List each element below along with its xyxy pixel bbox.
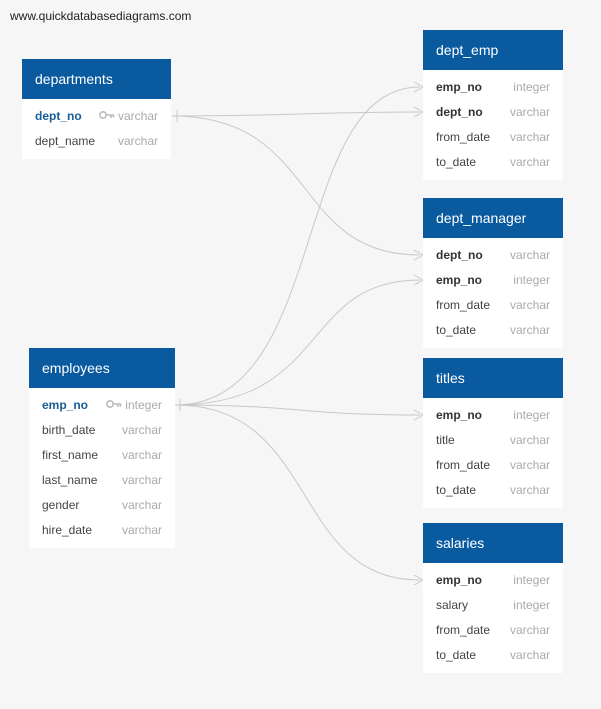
field-row[interactable]: first_name varchar xyxy=(29,443,175,468)
field-row[interactable]: dept_name varchar xyxy=(22,129,171,154)
table-title: salaries xyxy=(423,523,563,563)
field-type: integer xyxy=(513,598,550,612)
table-title: employees xyxy=(29,348,175,388)
field-name: last_name xyxy=(42,473,98,487)
link-departments-dept-manager xyxy=(171,115,421,256)
field-row[interactable]: dept_no varchar xyxy=(423,243,563,268)
field-row[interactable]: emp_no integer xyxy=(29,393,175,418)
field-type: varchar xyxy=(509,648,550,662)
link-employees-salaries xyxy=(174,404,421,581)
field-row[interactable]: title varchar xyxy=(423,428,563,453)
field-type: varchar xyxy=(509,433,550,447)
field-type: varchar xyxy=(509,298,550,312)
field-type: varchar xyxy=(121,423,162,437)
link-departments-dept-emp xyxy=(171,111,421,117)
field-row[interactable]: from_date varchar xyxy=(423,453,563,478)
field-row[interactable]: hire_date varchar xyxy=(29,518,175,543)
field-type: integer xyxy=(513,573,550,587)
table-dept-emp[interactable]: dept_emp emp_no integer dept_no varchar … xyxy=(423,30,563,180)
field-type: integer xyxy=(513,408,550,422)
field-name: first_name xyxy=(42,448,99,462)
field-row[interactable]: from_date varchar xyxy=(423,125,563,150)
field-row[interactable]: to_date varchar xyxy=(423,643,563,668)
table-titles[interactable]: titles emp_no integer title varchar from… xyxy=(423,358,563,508)
field-row[interactable]: to_date varchar xyxy=(423,150,563,175)
field-row[interactable]: emp_no integer xyxy=(423,268,563,293)
field-name: dept_no xyxy=(35,109,82,123)
field-type: varchar xyxy=(117,109,158,123)
field-row[interactable]: from_date varchar xyxy=(423,293,563,318)
field-name: gender xyxy=(42,498,80,512)
field-name: from_date xyxy=(436,623,491,637)
table-title: dept_emp xyxy=(423,30,563,70)
field-row[interactable]: to_date varchar xyxy=(423,318,563,343)
table-title: dept_manager xyxy=(423,198,563,238)
field-name: birth_date xyxy=(42,423,96,437)
field-type: varchar xyxy=(509,323,550,337)
table-dept-manager[interactable]: dept_manager dept_no varchar emp_no inte… xyxy=(423,198,563,348)
table-salaries[interactable]: salaries emp_no integer salary integer f… xyxy=(423,523,563,673)
field-name: dept_no xyxy=(436,248,483,262)
field-row[interactable]: from_date varchar xyxy=(423,618,563,643)
field-row[interactable]: emp_no integer xyxy=(423,568,563,593)
field-type: varchar xyxy=(509,458,550,472)
field-type: varchar xyxy=(121,448,162,462)
table-title: departments xyxy=(22,59,171,99)
table-departments[interactable]: departments dept_no varchar dept_name va… xyxy=(22,59,171,159)
field-type: varchar xyxy=(509,130,550,144)
field-name: title xyxy=(436,433,455,447)
field-type: integer xyxy=(513,273,550,287)
field-name: emp_no xyxy=(42,398,89,412)
table-employees[interactable]: employees emp_no integer birth_date varc… xyxy=(29,348,175,548)
field-name: salary xyxy=(436,598,469,612)
field-type: varchar xyxy=(509,483,550,497)
field-type: integer xyxy=(513,80,550,94)
field-type: varchar xyxy=(117,134,158,148)
field-name: from_date xyxy=(436,298,491,312)
field-row[interactable]: emp_no integer xyxy=(423,403,563,428)
field-type: varchar xyxy=(509,105,550,119)
field-name: from_date xyxy=(436,130,491,144)
field-row[interactable]: birth_date varchar xyxy=(29,418,175,443)
field-row[interactable]: dept_no varchar xyxy=(423,100,563,125)
key-icon xyxy=(105,393,122,418)
field-name: emp_no xyxy=(436,573,483,587)
field-row[interactable]: emp_no integer xyxy=(423,75,563,100)
field-row[interactable]: dept_no varchar xyxy=(22,104,171,129)
link-employees-dept-emp xyxy=(174,86,421,406)
field-row[interactable]: salary integer xyxy=(423,593,563,618)
field-type: varchar xyxy=(121,498,162,512)
key-icon xyxy=(98,104,115,129)
link-employees-titles xyxy=(174,404,421,416)
field-name: emp_no xyxy=(436,80,483,94)
field-name: emp_no xyxy=(436,408,483,422)
field-type: varchar xyxy=(509,623,550,637)
field-name: emp_no xyxy=(436,273,483,287)
field-name: to_date xyxy=(436,155,477,169)
field-type: integer xyxy=(125,398,162,412)
table-title: titles xyxy=(423,358,563,398)
field-row[interactable]: last_name varchar xyxy=(29,468,175,493)
field-row[interactable]: gender varchar xyxy=(29,493,175,518)
field-name: dept_no xyxy=(436,105,483,119)
field-type: varchar xyxy=(509,155,550,169)
field-type: varchar xyxy=(121,523,162,537)
watermark: www.quickdatabasediagrams.com xyxy=(10,9,192,23)
field-name: to_date xyxy=(436,483,477,497)
field-name: dept_name xyxy=(35,134,96,148)
field-row[interactable]: to_date varchar xyxy=(423,478,563,503)
field-name: hire_date xyxy=(42,523,93,537)
field-name: to_date xyxy=(436,648,477,662)
field-type: varchar xyxy=(509,248,550,262)
field-name: from_date xyxy=(436,458,491,472)
field-type: varchar xyxy=(121,473,162,487)
link-employees-dept-manager xyxy=(174,279,421,406)
field-name: to_date xyxy=(436,323,477,337)
